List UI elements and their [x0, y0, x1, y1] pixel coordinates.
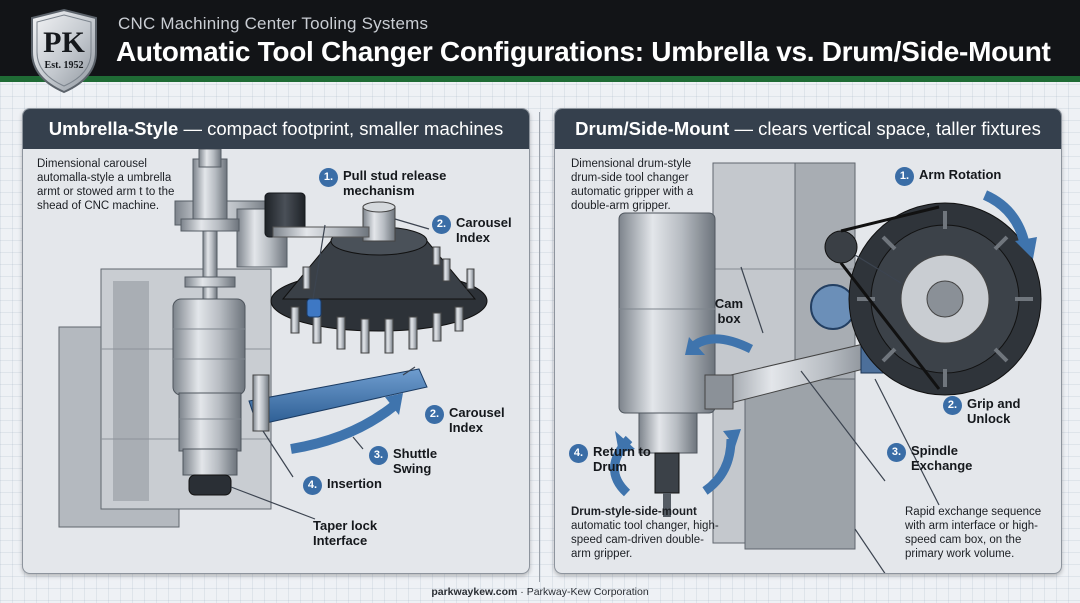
page-title: Automatic Tool Changer Configurations: U… [116, 36, 1051, 67]
callout-number: 2. [425, 405, 444, 424]
cam-arrow-icon [692, 334, 754, 354]
callout-number: 2. [432, 215, 451, 234]
footer-company: Parkway-Kew Corporation [526, 586, 649, 598]
panel-divider [539, 112, 540, 582]
exchange-arrow-icon [702, 438, 736, 495]
drum-note-right: Rapid exchange sequence with arm interfa… [905, 506, 1042, 560]
footer-separator: · [517, 586, 527, 598]
footer-site-link[interactable]: parkwaykew.com [431, 586, 518, 598]
umbrella-diagram [58, 149, 488, 528]
callout-label: Carousel Index [449, 405, 505, 435]
callout-label: Shuttle Swing [393, 446, 438, 476]
spindle-body [618, 212, 716, 517]
header-subtitle: CNC Machining Center Tooling Systems [118, 14, 429, 33]
drum-panel-title: Drum/Side-Mount — clears vertical space,… [555, 109, 1061, 149]
swing-arrow-icon [290, 401, 399, 454]
umbrella-title-rest: — compact footprint, smaller machines [178, 118, 504, 139]
callout-number: 1. [895, 167, 914, 186]
drum-rotation-arrow-head-icon [1015, 237, 1037, 259]
callout-shuttle-swing: 3. Shuttle Swing [369, 446, 459, 476]
drum-diagram [610, 162, 1042, 573]
callout-insertion: 4. Insertion [303, 476, 393, 495]
logo-letters: PK [43, 26, 85, 59]
drum-rotation-arrow-icon [982, 190, 1030, 247]
callout-label: Arm Rotation [919, 167, 1002, 182]
tool-drum [824, 202, 1042, 396]
shuttle-arm [248, 368, 428, 432]
page-footer: parkwaykew.com · Parkway-Kew Corporation [0, 586, 1080, 598]
callout-label: Grip and Unlock [967, 396, 1021, 426]
callout-return-drum: 4. Return to Drum [569, 444, 665, 474]
drum-note-body: automatic tool changer, high-speed cam-d… [571, 520, 719, 560]
umbrella-title-bold: Umbrella-Style [48, 118, 179, 139]
callout-grip-unlock: 2. Grip and Unlock [943, 396, 1033, 426]
taper-lock-label: Taper lock Interface [313, 518, 378, 548]
pk-shield-logo: PK Est. 1952 [31, 8, 97, 94]
callout-carousel-index-mid: 2. Carousel Index [425, 405, 521, 435]
swing-arrow-head-icon [385, 393, 403, 415]
drum-note-left: Drum-style-side-mount automatic tool cha… [571, 505, 721, 561]
umbrella-panel-title: Umbrella-Style — compact footprint, smal… [23, 109, 529, 149]
spindle-body [172, 298, 246, 496]
callout-number: 2. [943, 396, 962, 415]
callout-number: 4. [569, 444, 588, 463]
callout-arm-rotation: 1. Arm Rotation [895, 167, 1015, 186]
callout-label: Return to Drum [593, 444, 651, 474]
callout-number: 3. [369, 446, 388, 465]
drum-panel: Drum/Side-Mount — clears vertical space,… [554, 108, 1062, 574]
drum-description: Dimensional drum-style drum-side tool ch… [571, 158, 694, 212]
callout-pull-stud: 1. Pull stud release mechanism [319, 168, 489, 198]
callout-spindle-exchange: 3. Spindle Exchange [887, 443, 983, 473]
cam-arrow-head-icon [685, 337, 705, 355]
callout-number: 1. [319, 168, 338, 187]
callout-number: 4. [303, 476, 322, 495]
drum-note-title: Drum-style-side-mount [571, 506, 697, 518]
logo-est: Est. 1952 [45, 60, 84, 71]
umbrella-description: Dimensional carousel automalla-style a u… [37, 158, 175, 212]
callout-label: Pull stud release mechanism [343, 168, 447, 198]
drum-title-rest: — clears vertical space, taller fixtures [729, 118, 1041, 139]
return-arrow-head-icon [615, 431, 635, 453]
callout-number: 3. [887, 443, 906, 462]
drum-title-bold: Drum/Side-Mount [575, 118, 730, 139]
callout-label: Carousel Index [456, 215, 512, 245]
callout-carousel-index-top: 2. Carousel Index [432, 215, 524, 245]
page-header: CNC Machining Center Tooling Systems Aut… [0, 0, 1080, 82]
spindle-head-top [174, 149, 306, 302]
callout-label: Spindle Exchange [911, 443, 973, 473]
exchange-arrow-head-icon [723, 429, 741, 447]
umbrella-panel: Umbrella-Style — compact footprint, smal… [22, 108, 530, 574]
umbrella-carousel [270, 201, 488, 354]
callout-label: Insertion [327, 476, 382, 491]
cam-box-label: Cam box [714, 296, 744, 326]
